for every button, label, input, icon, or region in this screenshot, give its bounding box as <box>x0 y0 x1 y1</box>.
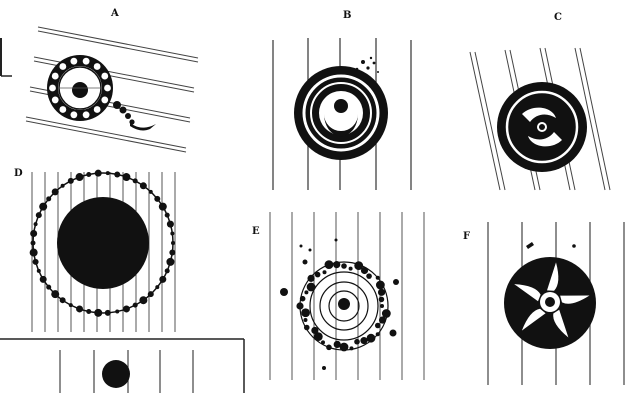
dark-body <box>57 197 149 289</box>
center-dot <box>72 82 88 98</box>
panel-label-d: D <box>14 168 23 179</box>
center-dot <box>334 99 348 113</box>
spotted-ring <box>47 55 113 121</box>
panel-b: B <box>273 10 411 190</box>
partial-panel <box>0 339 244 393</box>
panel-label-b: B <box>343 10 351 21</box>
panel-a: A <box>1 8 198 152</box>
swirl-disk <box>497 82 587 172</box>
dark-body <box>102 360 130 388</box>
panel-label-a: A <box>110 8 119 19</box>
center-dot <box>338 298 350 310</box>
panel-label-e: E <box>252 226 260 237</box>
debris-specks <box>526 242 576 249</box>
vertical-lines <box>270 212 424 380</box>
comet-tail <box>113 101 156 130</box>
panel-f: F <box>463 222 624 385</box>
panel-label-f: F <box>463 231 470 242</box>
panel-c: C <box>470 12 610 190</box>
panel-label-c: C <box>554 12 562 23</box>
panel-e: E <box>252 212 424 380</box>
panel-d: D <box>14 168 175 332</box>
pinwheel-disk <box>504 257 596 349</box>
concentric-rings <box>294 66 388 160</box>
